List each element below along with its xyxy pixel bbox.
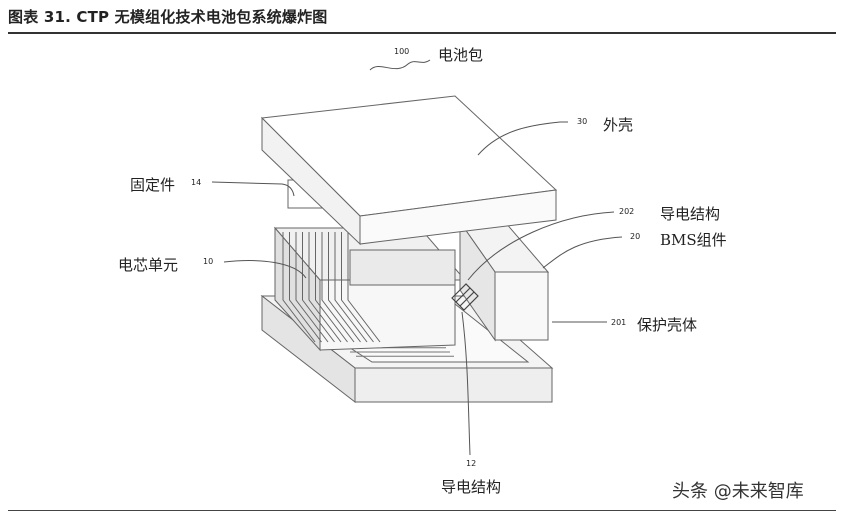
cell-plate	[341, 232, 374, 343]
leader-lines	[211, 59, 623, 456]
label-protective-shell: 保护壳体	[637, 316, 697, 334]
cell-plate	[295, 232, 329, 343]
label-conductive-lower: 导电结构	[441, 478, 501, 496]
label-20-num: 20	[630, 232, 640, 241]
cell-plate	[321, 232, 355, 343]
cell-plate	[302, 232, 335, 343]
cell-plate	[308, 232, 342, 343]
label-cell-unit: 电芯单元	[118, 256, 178, 274]
label-bms: BMS组件	[660, 231, 727, 249]
cell-plate	[328, 232, 361, 343]
lid	[260, 95, 558, 246]
label-conductive-upper: 导电结构	[660, 205, 720, 223]
label-100-num: 100	[394, 47, 409, 56]
bms-box	[459, 220, 550, 342]
watermark: 头条 @未来智库	[672, 481, 804, 502]
label-14-num: 14	[191, 178, 201, 187]
label-10-num: 10	[203, 257, 213, 266]
figure-caption: 图表 31. CTP 无模组化技术电池包系统爆炸图	[8, 8, 328, 26]
label-202-num: 202	[619, 207, 634, 216]
cell-plate	[282, 232, 316, 343]
cell-plate	[315, 232, 348, 343]
label-30-num: 30	[577, 117, 587, 126]
cell-plate	[334, 232, 368, 343]
label-fixing-part: 固定件	[130, 176, 175, 194]
label-12-num: 12	[466, 459, 476, 468]
label-201-num: 201	[611, 318, 626, 327]
cell-plate	[347, 232, 381, 343]
cell-stack	[273, 226, 467, 352]
label-battery-pack: 电池包	[438, 46, 483, 64]
conductive-connector	[451, 283, 479, 311]
bottom-rule	[8, 510, 836, 511]
top-rule	[8, 32, 836, 34]
cell-plate	[289, 232, 322, 343]
label-shell: 外壳	[603, 116, 633, 134]
